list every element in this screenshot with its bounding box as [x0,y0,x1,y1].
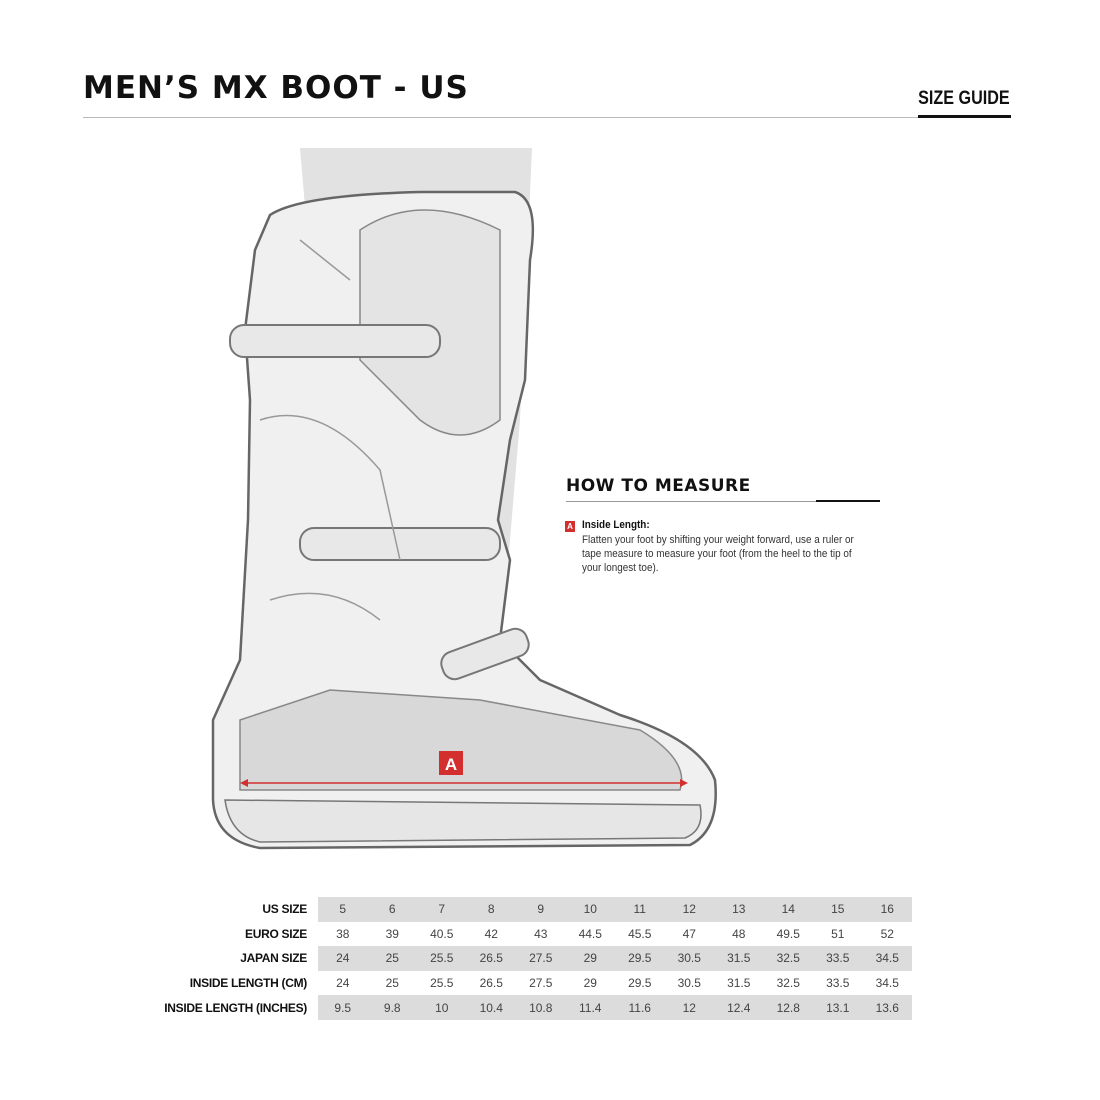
size-cell: 27.5 [516,946,566,971]
size-cell: 33.5 [813,946,863,971]
size-cell: 30.5 [664,946,714,971]
how-to-measure-title: HOW TO MEASURE [566,476,751,496]
size-cell: 8 [466,897,516,922]
size-cell: 34.5 [862,946,912,971]
size-cell: 26.5 [479,976,503,991]
size-cell: 25 [367,946,417,971]
inside-length-badge: A [565,521,575,532]
size-cell: 12.8 [763,995,813,1020]
size-cell: 29 [565,946,615,971]
size-cell: 31.5 [727,976,751,991]
size-cell: 13.6 [862,995,912,1020]
buckle-strap [440,627,530,681]
size-cell: 30.5 [677,976,701,991]
size-cell: 12.4 [714,995,764,1020]
size-cell: 48 [732,926,746,941]
row-label: JAPAN SIZE [160,946,318,971]
size-row: EURO SIZE 38 39 40.5 42 43 44.5 45.5 47 48 49.5 51 5… [160,921,912,947]
measure-marker [439,751,463,775]
size-cell: 42 [484,926,498,941]
size-cell: 39 [385,926,399,941]
boot-toe-panel [239,689,683,791]
size-cell: 25.5 [417,946,467,971]
boot-illustration: A [211,148,717,850]
size-cell: 49.5 [776,926,800,941]
size-cell: 10 [565,897,615,922]
measure-marker-label: A [445,755,457,774]
header-divider [83,117,1011,118]
size-cell: 38 [336,926,350,941]
size-cell: 40.5 [430,926,454,941]
inner-lines [259,239,401,621]
size-cell: 29 [583,976,597,991]
size-cell: 45.5 [628,926,652,941]
buckle-strap [299,527,501,561]
size-cell: 11.4 [565,995,615,1020]
measure-arrow-left [240,779,248,787]
size-cell: 11.6 [615,995,665,1020]
boot-sole [224,799,702,843]
size-row: INSIDE LENGTH (CM) 24 25 25.5 26.5 27.5 29 29.5… [160,970,912,996]
size-cell: 34.5 [875,976,899,991]
header-divider-accent [918,115,1011,118]
how-to-measure-divider [566,501,880,502]
inside-length-instructions: Flatten your foot by shifting your weigh… [582,534,854,574]
size-cell: 26.5 [466,946,516,971]
size-cell: 15 [813,897,863,922]
size-cell: 13 [714,897,764,922]
size-cell: 43 [534,926,548,941]
size-cell: 24 [318,946,368,971]
size-cell: 7 [417,897,467,922]
size-cell: 33.5 [826,976,850,991]
size-cell: 25 [385,976,399,991]
size-cell: 14 [763,897,813,922]
size-cell: 10 [417,995,467,1020]
size-cell: 25.5 [430,976,454,991]
measure-arrow-right [680,779,688,787]
size-cell: 32.5 [763,946,813,971]
size-cell: 29.5 [615,946,665,971]
size-cell: 47 [682,926,696,941]
size-cell: 5 [318,897,368,922]
size-cell: 9.8 [367,995,417,1020]
row-label: INSIDE LENGTH (INCHES) [160,995,318,1020]
size-cell: 24 [336,976,350,991]
size-cell: 9 [516,897,566,922]
size-cell: 6 [367,897,417,922]
how-to-measure-divider-accent [816,500,880,502]
size-guide-label: SIZE GUIDE [918,88,1010,109]
row-label: INSIDE LENGTH (CM) [160,970,318,996]
inside-length-label: Inside Length: [582,519,650,531]
size-cell: 13.1 [813,995,863,1020]
size-cell: 29.5 [628,976,652,991]
size-cell: 10.4 [466,995,516,1020]
size-cell: 12 [664,897,714,922]
size-cell: 44.5 [578,926,602,941]
size-cell: 32.5 [776,976,800,991]
size-cell: 31.5 [714,946,764,971]
size-cell: 51 [831,926,845,941]
size-cell: 9.5 [318,995,368,1020]
size-cell: 27.5 [529,976,553,991]
size-cell: 11 [615,897,665,922]
boot-shin-panel [359,209,501,436]
size-cell: 10.8 [516,995,566,1020]
page-title: MEN’S MX BOOT - US [83,70,469,106]
row-label: US SIZE [160,897,318,922]
row-label: EURO SIZE [160,921,318,947]
size-cell: 12 [664,995,714,1020]
buckle-strap [229,324,441,358]
size-cell: 16 [862,897,912,922]
size-cell: 52 [880,926,894,941]
